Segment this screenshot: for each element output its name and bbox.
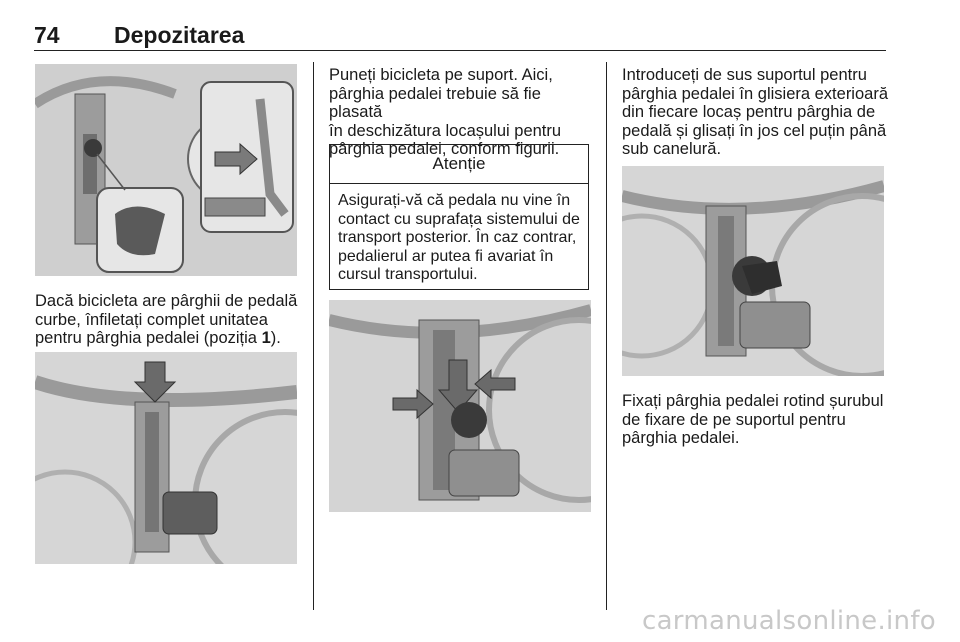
col2-line-2: pârghia pedalei trebuie să fie plasată [329, 84, 541, 122]
page-title: Depozitarea [114, 22, 245, 48]
col3-paragraph-1: Introduceți de sus suportul pentru pârgh… [622, 66, 890, 159]
column-divider-left [313, 62, 314, 610]
col3-p2-line-2: de fixare de pe suportul pentru [622, 410, 846, 429]
col1-line-3-text: pentru pârghia pedalei (poziția [35, 329, 262, 347]
page-number: 74 [34, 22, 60, 48]
warning-line-2: contact cu suprafața sistemului de [338, 210, 580, 228]
watermark: carmanualsonline.info [641, 606, 936, 636]
warning-line-3: transport posterior. În caz contrar, [338, 229, 577, 246]
warning-text: Asigurați-vă că pedala nu vine în contac… [330, 184, 588, 285]
column-divider-right [606, 62, 607, 610]
warning-box: Atenție Asigurați-vă că pedala nu vine î… [329, 144, 589, 290]
col1-line-2: curbe, înfiletați complet unitatea [35, 310, 268, 329]
col1-line-1: Dacă bicicleta are pârghii de pedală [35, 292, 298, 310]
col1-line-3-end: ). [270, 329, 281, 347]
warning-line-5: cursul transportului. [338, 266, 478, 283]
warning-title: Atenție [330, 145, 588, 184]
col3-line-3: din fiecare locaș pentru pârghia de [622, 103, 876, 121]
col3-line-1: Introduceți de sus suportul pentru [622, 66, 867, 84]
position-number: 1 [261, 329, 271, 347]
col3-line-4: pedală și glisați în jos cel puțin până [622, 121, 887, 140]
figure-fastening-screw-drawing [622, 166, 884, 376]
figure-bike-on-holder-drawing [35, 352, 297, 564]
col1-paragraph: Dacă bicicleta are pârghii de pedală cur… [35, 292, 307, 348]
col3-line-5: sub canelură. [622, 140, 722, 158]
col1-line-3: pentru pârghia pedalei (poziția 1). [35, 329, 307, 348]
figure-pedal-in-slot [329, 300, 591, 512]
col3-line-2: pârghia pedalei în glisiera exterioară [622, 84, 888, 103]
col2-line-3: în deschizătura locașului pentru [329, 121, 562, 140]
figure-bike-on-holder [35, 352, 297, 564]
col3-paragraph-2: Fixați pârghia pedalei rotind șurubul de… [622, 392, 890, 448]
page-header: 74 Depozitarea [34, 22, 886, 51]
figure-fastening-screw [622, 166, 884, 376]
figure-pedal-lever-unit-drawing [35, 64, 297, 276]
col2-line-1: Puneți bicicleta pe suport. Aici, [329, 66, 553, 84]
figure-pedal-lever-unit [35, 64, 297, 276]
col3-p2-line-3: pârghia pedalei. [622, 429, 740, 447]
warning-line-4: pedalierul ar putea fi avariat în [338, 247, 554, 265]
col3-p2-line-1: Fixați pârghia pedalei rotind șurubul [622, 392, 884, 410]
figure-pedal-in-slot-drawing [329, 300, 591, 512]
warning-line-1: Asigurați-vă că pedala nu vine în [338, 192, 571, 209]
